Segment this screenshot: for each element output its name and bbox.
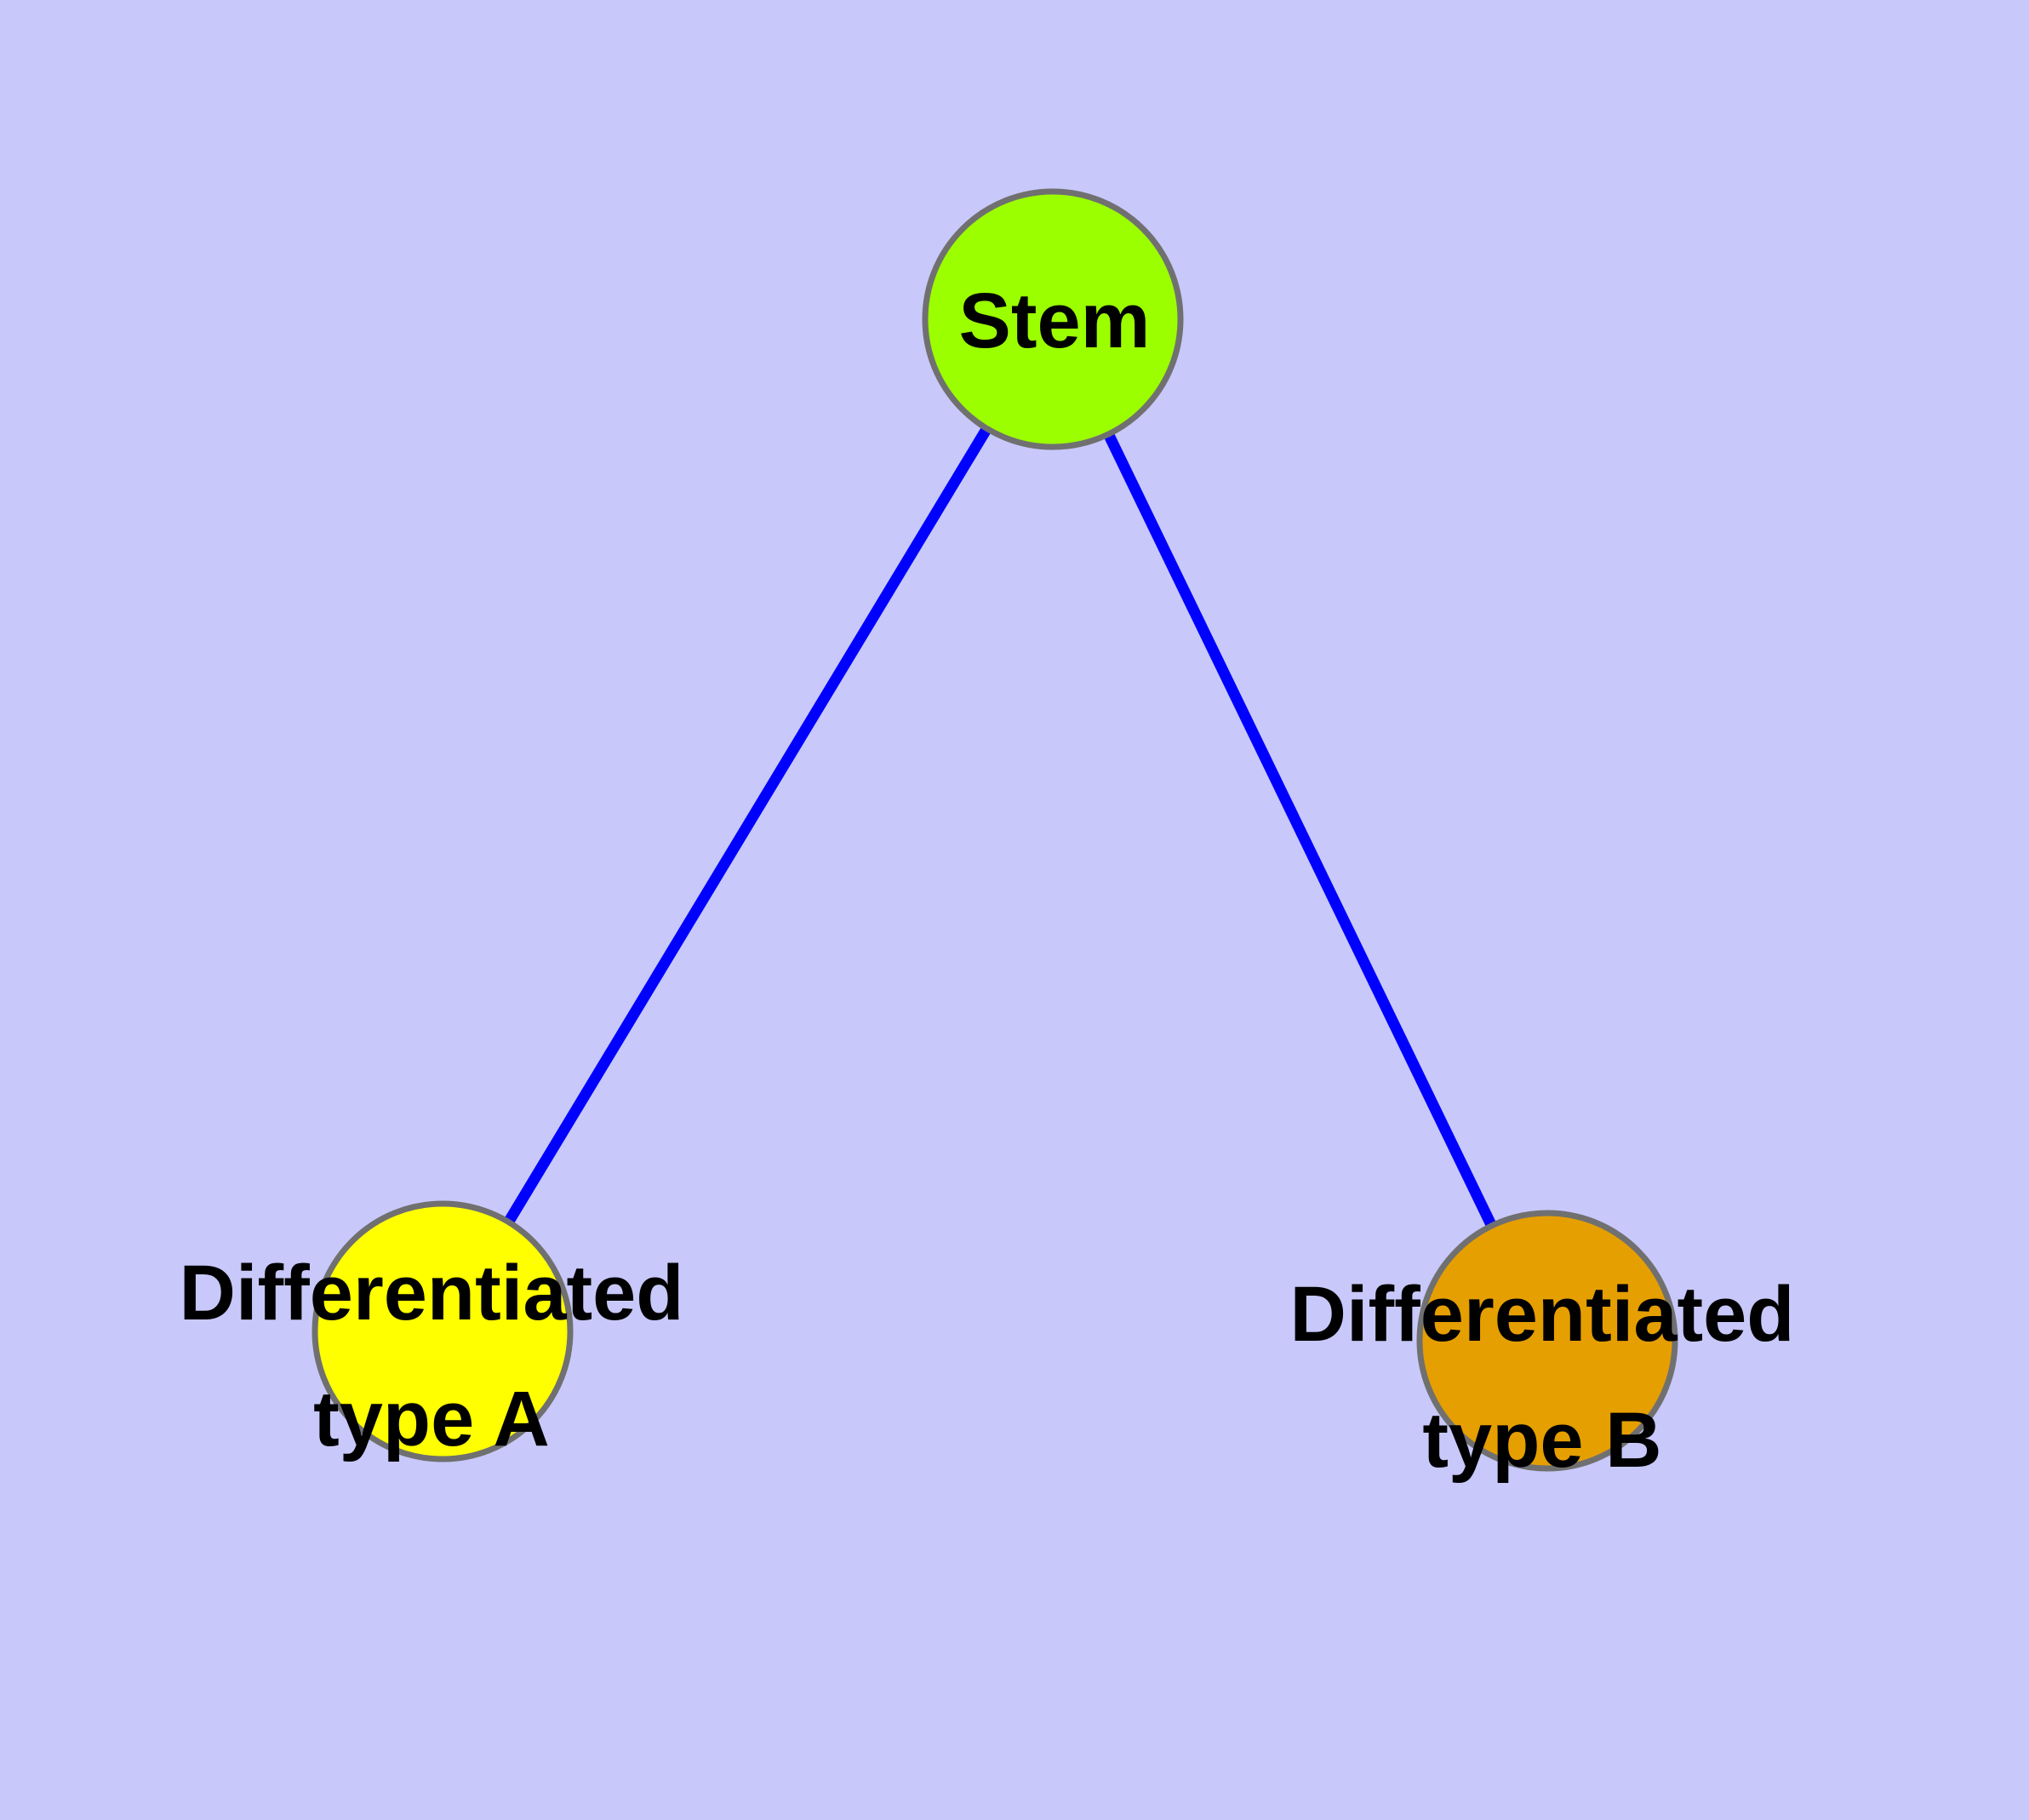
node-stem-circle (922, 188, 1184, 450)
node-type-b-circle (1416, 1210, 1678, 1472)
edge-stem-to-type-a (437, 316, 1058, 1335)
node-type-a-label-line1: Differentiated (180, 1250, 684, 1336)
node-type-a-label-line2: type A (313, 1376, 550, 1462)
node-stem-label: Stem (959, 278, 1151, 364)
node-type-a-circle (311, 1200, 574, 1462)
node-type-b-label-line2: type B (1422, 1397, 1661, 1484)
node-type-b-label-line1: Differentiated (1290, 1271, 1795, 1358)
edge-stem-to-type-b (1048, 317, 1552, 1343)
